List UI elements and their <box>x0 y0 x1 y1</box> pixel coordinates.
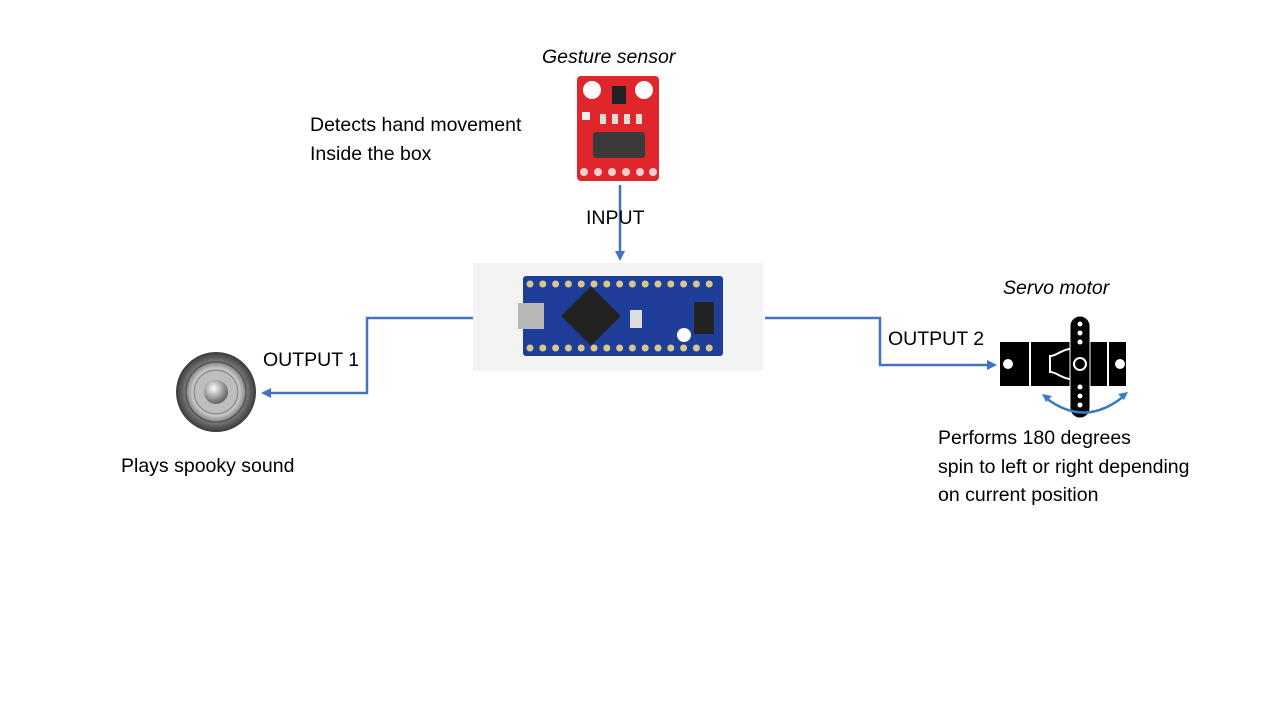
header-pin <box>641 280 649 288</box>
output-2-label: OUTPUT 2 <box>888 328 985 350</box>
gesture-sensor-image <box>577 76 659 181</box>
header-pin <box>577 280 585 288</box>
header-pin <box>526 280 534 288</box>
servo-description-1: Performs 180 degrees <box>938 427 1131 449</box>
header-pin <box>654 280 662 288</box>
gesture-sensor-description-2: Inside the box <box>310 143 432 165</box>
header-pin <box>680 344 688 352</box>
header-pin <box>539 344 547 352</box>
gesture-sensor-description-1: Detects hand movement <box>310 114 522 136</box>
header-pin <box>667 280 675 288</box>
header-pin <box>577 344 585 352</box>
header-pin <box>564 280 572 288</box>
rotation-arrow-icon <box>1045 395 1125 414</box>
header-pin <box>603 344 611 352</box>
arduino-nano-image <box>473 263 763 371</box>
header-pin <box>680 280 688 288</box>
output-2-arrow <box>765 316 997 370</box>
header-pin <box>590 280 598 288</box>
output-1-label: OUTPUT 1 <box>263 349 360 371</box>
header-pin <box>590 344 598 352</box>
header-pin <box>705 344 713 352</box>
header-pin <box>564 344 572 352</box>
header-pin <box>552 280 560 288</box>
speaker-description: Plays spooky sound <box>121 455 295 477</box>
header-pin <box>539 280 547 288</box>
header-pin <box>616 344 624 352</box>
header-pin <box>603 280 611 288</box>
header-pin <box>692 344 700 352</box>
header-pin <box>705 280 713 288</box>
header-pin <box>628 280 636 288</box>
input-label: INPUT <box>586 207 645 229</box>
servo-title: Servo motor <box>1003 277 1110 299</box>
speaker-image <box>176 352 256 432</box>
gesture-sensor-title: Gesture sensor <box>542 46 676 68</box>
header-pin <box>552 344 560 352</box>
header-pin <box>641 344 649 352</box>
header-pin <box>616 280 624 288</box>
header-pin <box>526 344 534 352</box>
header-pin <box>654 344 662 352</box>
header-pin <box>692 280 700 288</box>
servo-motor-image <box>1000 315 1128 419</box>
header-pin <box>628 344 636 352</box>
servo-description-3: on current position <box>938 484 1099 506</box>
servo-description-2: spin to left or right depending <box>938 456 1190 478</box>
output-1-arrow <box>261 316 473 398</box>
header-pin <box>667 344 675 352</box>
